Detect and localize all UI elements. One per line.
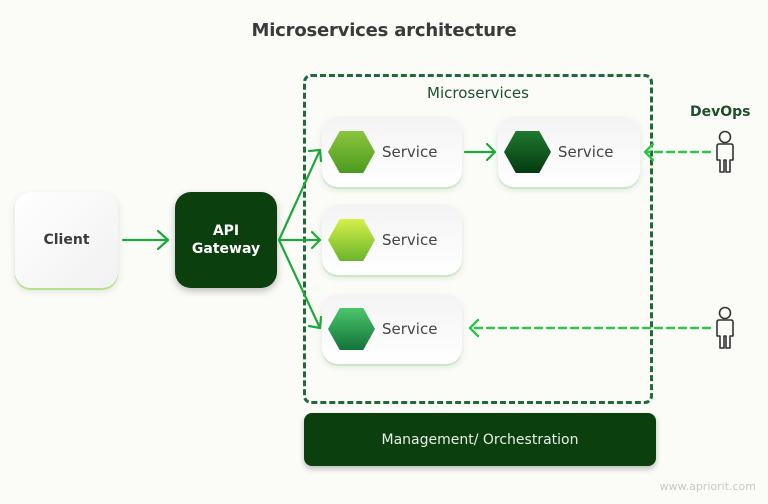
client-node: Client: [15, 192, 118, 288]
arrow-gateway-to-service-1: [277, 148, 323, 242]
arrow-client-to-gateway: [121, 229, 170, 251]
service-node-3: Service: [322, 205, 462, 275]
hexagon-icon: [328, 131, 375, 173]
service-label: Service: [382, 231, 438, 249]
service-label: Service: [382, 320, 438, 338]
service-node-4: Service: [322, 294, 462, 364]
microservices-label: Microservices: [427, 84, 529, 102]
gateway-label-line1: API: [212, 223, 240, 239]
management-label: Management/ Orchestration: [381, 431, 579, 448]
hexagon-icon: [328, 308, 375, 350]
service-node-1: Service: [322, 117, 462, 187]
arrow-gateway-to-service-3: [277, 230, 322, 250]
client-label: Client: [43, 232, 90, 248]
devops-label: DevOps: [690, 104, 751, 120]
api-gateway-node: API Gateway: [175, 192, 277, 288]
service-label: Service: [382, 143, 438, 161]
person-icon: [716, 306, 734, 349]
hexagon-icon: [328, 219, 375, 261]
arrow-gateway-to-service-4: [277, 238, 323, 330]
gateway-label-line2: Gateway: [191, 241, 261, 257]
diagram-title: Microservices architecture: [251, 20, 517, 41]
dashed-arrow-user-to-service-4: [468, 318, 712, 338]
person-icon: [716, 130, 734, 173]
service-node-2: Service: [498, 117, 640, 187]
management-orchestration-bar: Management/ Orchestration: [304, 413, 656, 466]
service-label: Service: [558, 143, 614, 161]
arrow-service-1-to-service-2: [463, 142, 497, 162]
dashed-arrow-devops-to-service-2: [643, 142, 712, 162]
watermark: www.apriorit.com: [659, 480, 756, 493]
